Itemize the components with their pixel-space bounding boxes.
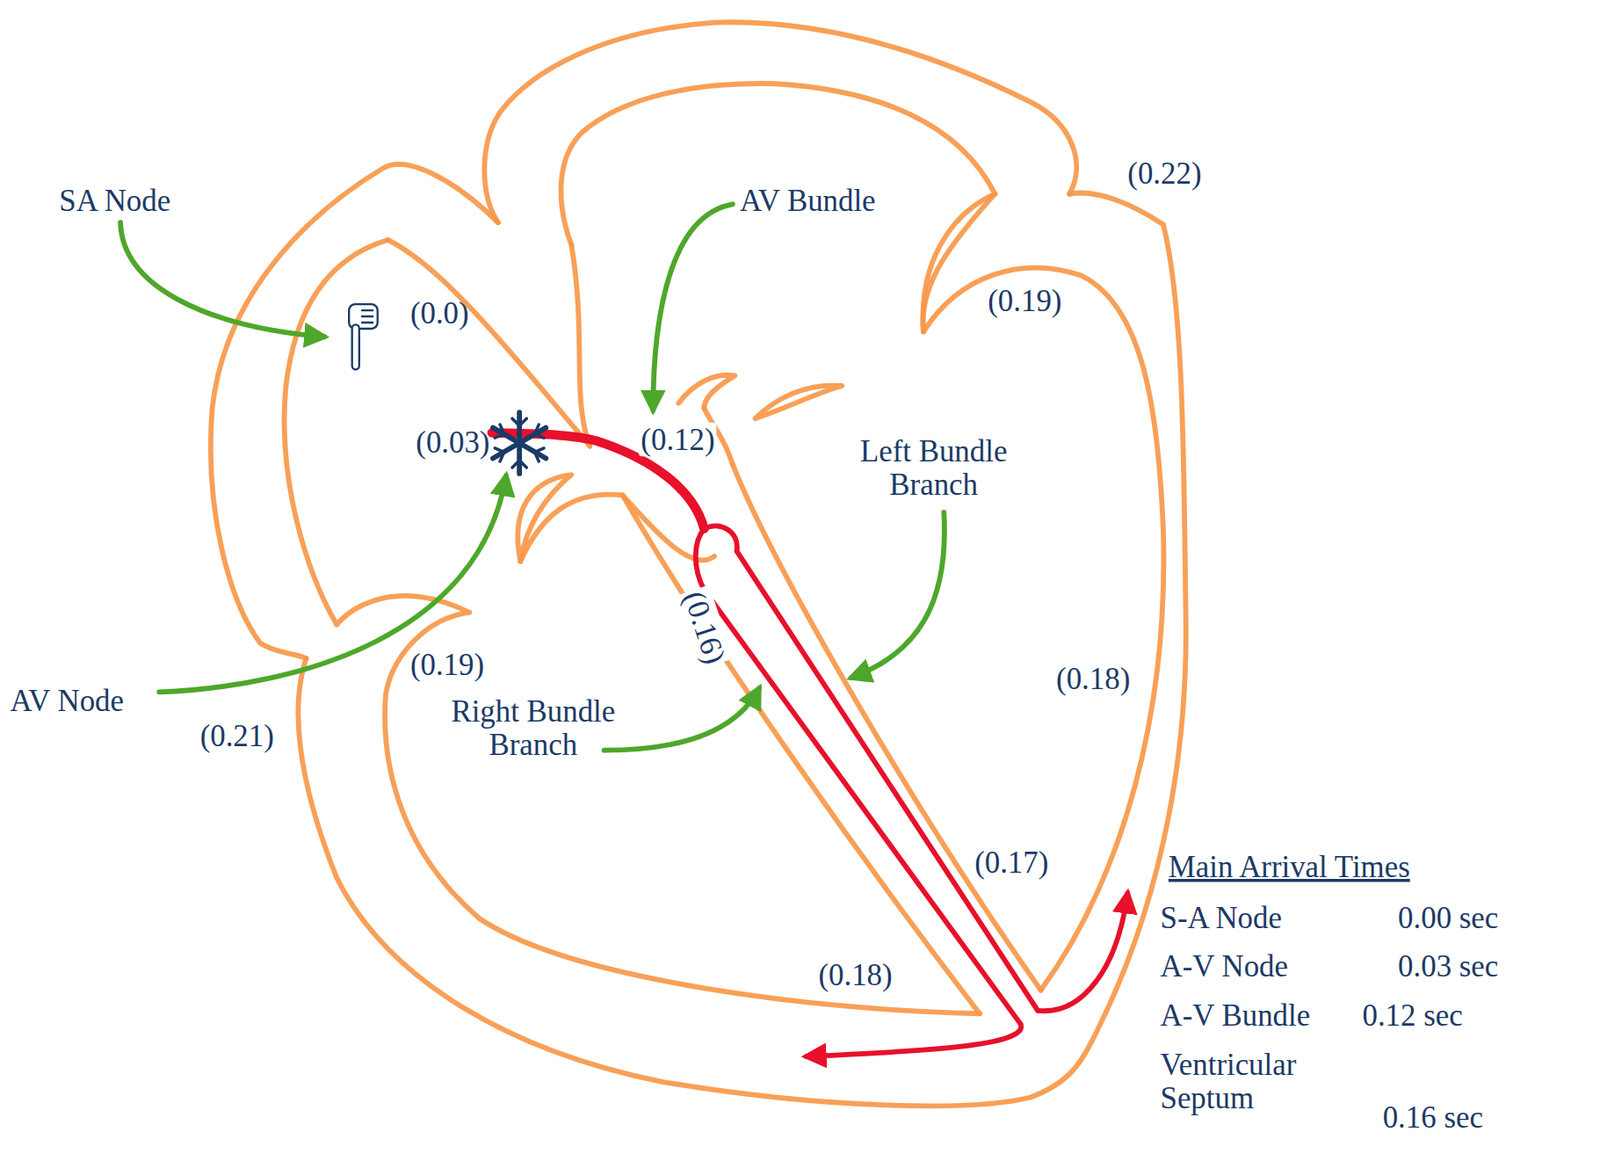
table-cell: 0.12 sec [1361,998,1463,1032]
time-label: (0.17) [974,845,1049,879]
time-label: (0.19) [410,646,485,681]
time-label: (0.19) [987,283,1062,318]
left-bundle-path [703,525,1038,1010]
table-cell: 0.16 sec [1382,1100,1484,1134]
time-label: (0.03) [415,424,490,458]
table-cell: A-V Node [1160,948,1289,983]
outer-wall-right [297,193,1186,1107]
time-label: (0.21) [200,718,275,753]
part-label: Right Bundle Branch [428,694,638,762]
part-label: AV Node [10,683,124,717]
atrial-septum [571,245,590,447]
table-cell: Ventricular Septum [1160,1047,1330,1115]
table-cell: S-A Node [1160,899,1282,934]
time-label: (0.0) [410,296,470,330]
table-cell: A-V Bundle [1160,998,1311,1032]
part-label: AV Bundle [739,183,877,218]
leader-arrow [652,203,733,411]
inner-arch [560,83,995,332]
outer-arch [484,21,1077,223]
right-chambers [284,239,980,1014]
valve-flap [754,385,842,420]
septum-left [622,494,979,1014]
time-label: (0.18) [818,956,892,991]
septum-top [520,494,715,562]
leader-arrow [159,475,507,692]
snowflake-icon [492,412,546,474]
purkinje-arrow [806,1023,1022,1057]
leader-arrow [604,687,761,751]
leader-arrow [120,222,325,337]
time-label: (0.18) [1056,661,1130,696]
time-label: (0.16) [677,584,734,669]
hand-icon [348,304,378,370]
table-cell: 0.03 sec [1397,948,1499,983]
purkinje-arrow [1037,892,1128,1011]
table-cell: Main Arrival Times [1168,848,1411,883]
time-label: (0.22) [1127,156,1202,190]
atrium-wall [387,239,590,447]
septum-right [732,463,1042,990]
time-label: (0.12) [638,422,717,457]
valve-flap [678,375,735,409]
part-label: Left Bundle Branch [841,434,1026,502]
right-bundle-path [695,528,1021,1024]
table-cell: 0.00 sec [1397,899,1499,934]
leader-arrow [851,512,945,678]
part-label: SA Node [58,183,171,218]
